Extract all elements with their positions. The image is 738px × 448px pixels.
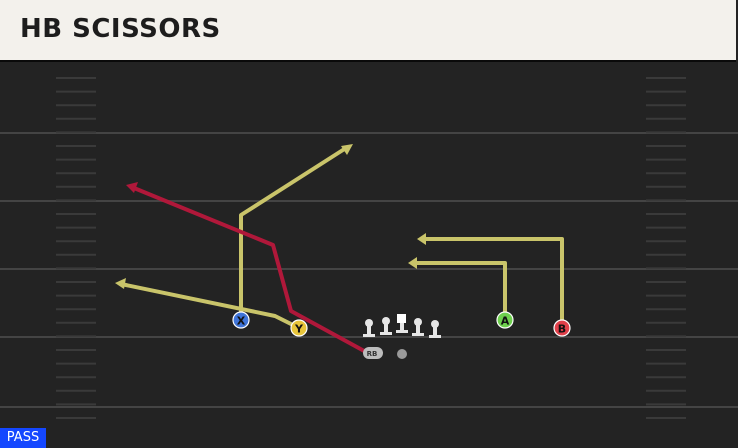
- y-label: Y: [294, 323, 304, 336]
- b-button-icon: [553, 319, 571, 337]
- quarterback-dot: [397, 349, 407, 359]
- a-route-arrowhead: [408, 257, 417, 269]
- x-player-marker: X: [232, 311, 250, 329]
- lineman-right-guard: [412, 318, 424, 336]
- lineman-center: [396, 314, 408, 333]
- y-route-flat: [119, 282, 301, 330]
- lineman-right-tackle: [429, 320, 441, 338]
- rb-route-wheel: [132, 186, 368, 354]
- x-label: X: [237, 315, 246, 328]
- yard-lines: [0, 132, 738, 408]
- y-player-marker: Y: [290, 319, 308, 337]
- a-route-curl: [412, 261, 507, 322]
- rb-route-arrowhead: [126, 182, 138, 193]
- a-button-icon: [496, 311, 514, 329]
- x-route-arrowhead: [341, 144, 353, 155]
- rb-button-icon: [363, 347, 383, 359]
- rb-player-marker: RB: [363, 347, 383, 359]
- b-label: B: [558, 323, 566, 336]
- hash-marks-left: [56, 77, 96, 419]
- play-title-bar: HB SCISSORS: [0, 0, 736, 60]
- y-route-arrowhead: [115, 278, 126, 289]
- lineman-left-guard: [380, 317, 392, 335]
- b-route-arrowhead: [417, 233, 426, 245]
- play-title: HB SCISSORS: [20, 14, 221, 44]
- y-button-icon: [290, 319, 308, 337]
- lineman-left-tackle: [363, 319, 375, 337]
- play-type-badge: PASS: [0, 428, 46, 448]
- b-player-marker: B: [553, 319, 571, 337]
- rb-label: RB: [367, 350, 378, 358]
- a-label: A: [501, 315, 510, 328]
- hash-marks-right: [646, 77, 686, 419]
- b-route-in: [421, 237, 564, 330]
- x-button-icon: [232, 311, 250, 329]
- x-route-post: [239, 146, 348, 322]
- a-player-marker: A: [496, 311, 514, 329]
- offensive-line: [363, 314, 441, 338]
